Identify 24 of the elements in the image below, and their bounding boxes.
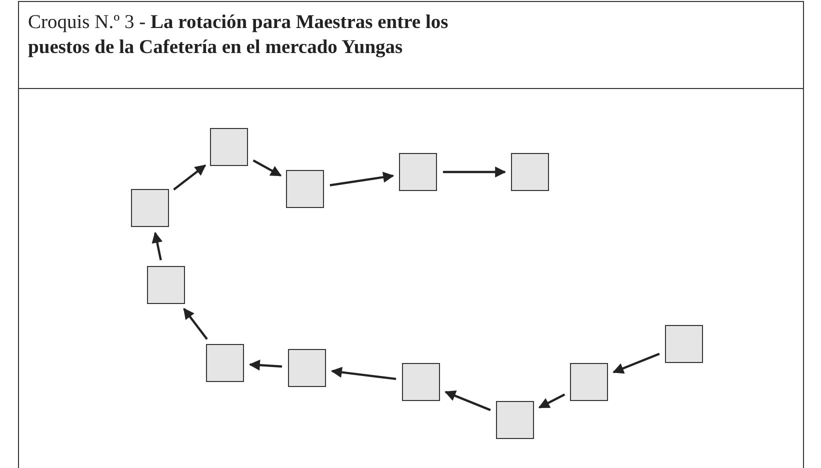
square-box [147,266,185,304]
square-box [511,153,549,191]
square-box [402,363,440,401]
square-box [131,189,169,227]
arrow [248,360,282,371]
arrow [538,394,566,408]
arrow [330,172,394,186]
arrow [183,308,208,340]
square-box [665,325,703,363]
arrow [612,352,660,374]
square-box [399,153,437,191]
arrow [173,164,206,191]
square-box [288,349,326,387]
arrow [443,166,506,178]
arrow [152,232,163,260]
arrow [444,390,491,412]
square-box [496,401,534,439]
arrow [330,366,396,380]
square-box [206,344,244,382]
square-box [286,170,324,208]
square-box [570,363,608,401]
title: Croquis N.º 3 - La rotación para Maestras entre los puestos de la Cafetería en el mercado Yungas [28,11,450,60]
arrow [252,159,282,177]
square-box [210,128,248,166]
